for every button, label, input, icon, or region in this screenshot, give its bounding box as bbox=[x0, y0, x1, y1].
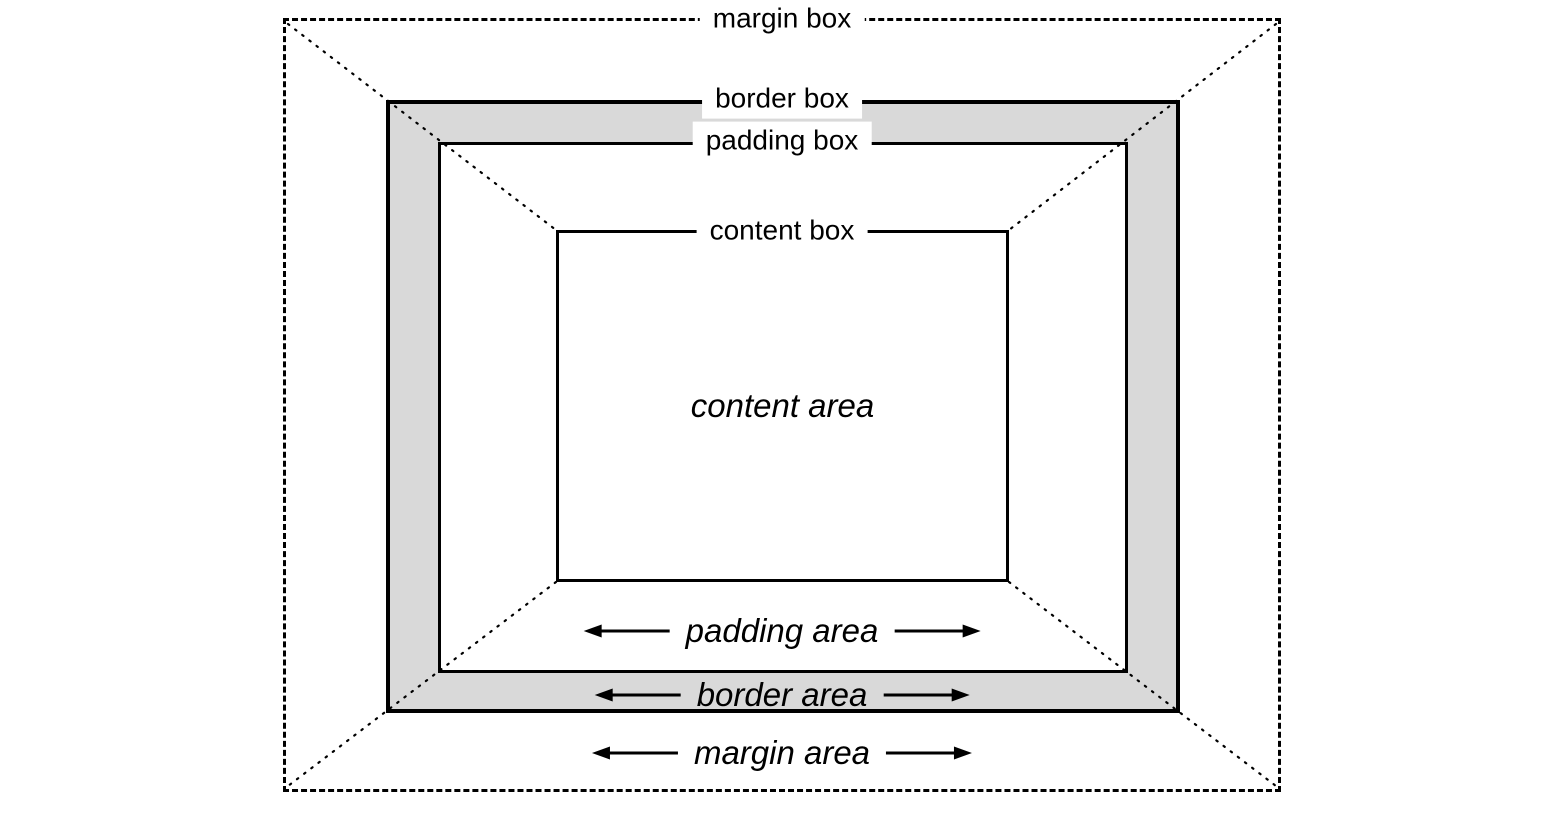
left-arrow-icon bbox=[594, 688, 681, 702]
border-area-label: border area bbox=[696, 676, 868, 713]
left-arrow-icon bbox=[591, 746, 678, 760]
right-arrow-icon bbox=[894, 624, 981, 638]
padding-area-label: padding area bbox=[685, 612, 879, 649]
content-box-label: content box bbox=[696, 211, 868, 251]
border-area-row: border area bbox=[594, 676, 971, 714]
margin-area-row: margin area bbox=[591, 734, 973, 772]
right-arrow-icon bbox=[886, 746, 973, 760]
right-arrow-icon bbox=[883, 688, 970, 702]
padding-area-row: padding area bbox=[583, 612, 982, 650]
content-box: content area bbox=[556, 230, 1009, 582]
left-arrow-icon bbox=[583, 624, 670, 638]
content-area-label: content area bbox=[690, 387, 875, 424]
margin-area-label: margin area bbox=[693, 734, 871, 771]
padding-box-label: padding box bbox=[692, 121, 872, 161]
margin-box-label: margin box bbox=[699, 0, 865, 39]
border-box-label: border box bbox=[702, 79, 862, 119]
